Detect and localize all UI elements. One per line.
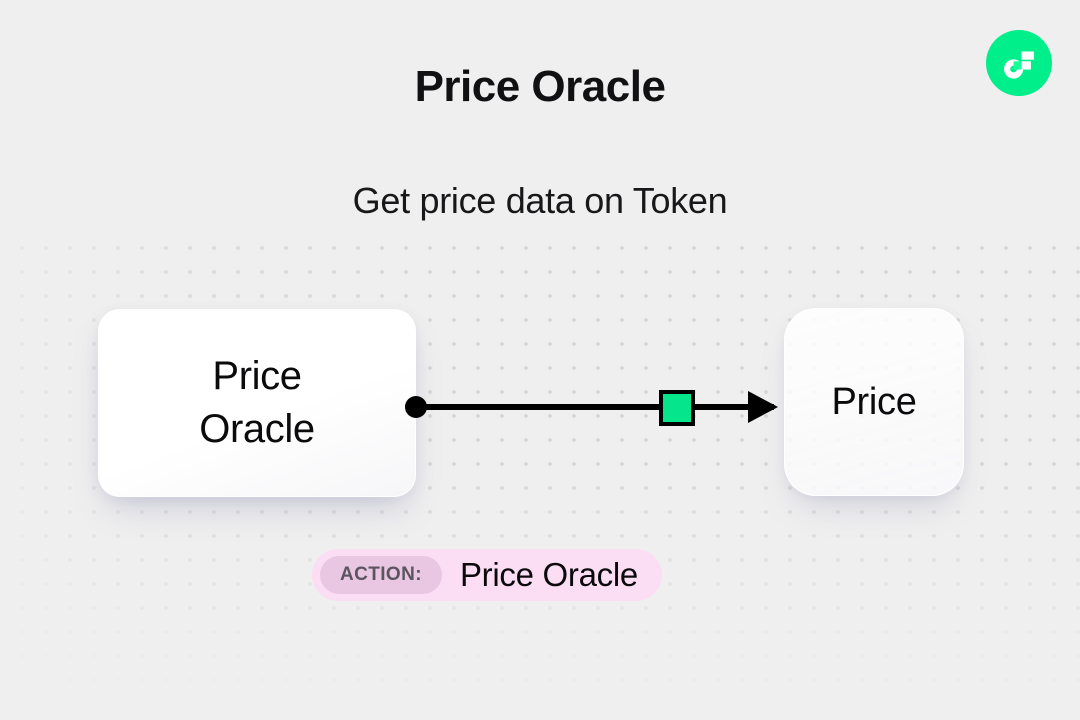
edge-oracle-to-price[interactable] [396, 378, 792, 430]
flow-logo [986, 30, 1052, 96]
action-chip-tag: ACTION: [320, 556, 442, 594]
arrow-head-icon [748, 391, 778, 423]
node-price[interactable]: Price [784, 308, 964, 496]
action-chip[interactable]: ACTION: Price Oracle [312, 549, 662, 601]
node-price-oracle-label: Price Oracle [199, 354, 315, 451]
page-subtitle: Get price data on Token [352, 180, 728, 221]
action-chip-value: Price Oracle [459, 556, 638, 593]
page-title: Price Oracle [414, 62, 666, 111]
node-price-label: Price [831, 380, 917, 423]
edge-green-marker [659, 390, 695, 426]
node-price-oracle[interactable]: Price Oracle [98, 309, 416, 497]
edge-source-dot [405, 396, 427, 418]
